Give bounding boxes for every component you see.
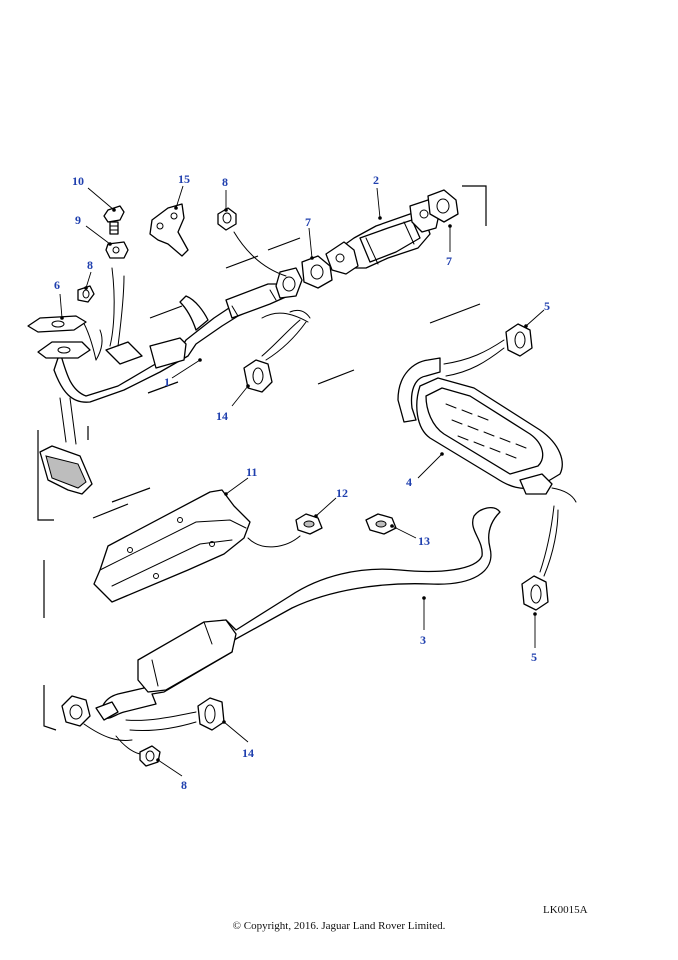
copyright-notice: © Copyright, 2016. Jaguar Land Rover Lim… [232,920,446,932]
mounting-rubber-rear-lower [521,505,559,611]
callout-5-lower: 5 [531,650,537,664]
mounting-rubber-upper [217,207,287,277]
flange-nut [105,241,129,259]
intermediate-pipe [61,506,501,741]
callout-1: 1 [164,375,170,389]
catalytic-converter [325,199,441,275]
bolt [103,205,125,235]
callout-8-upper: 8 [222,175,228,189]
nut-lower [115,735,161,767]
heat-shield [93,489,301,603]
callout-7-right: 7 [446,254,452,268]
callout-9: 9 [75,213,81,227]
callout-5-upper: 5 [544,299,550,313]
callout-12: 12 [336,486,348,500]
callout-11: 11 [246,465,257,479]
gasket-front [301,255,333,289]
callout-7-left: 7 [305,215,311,229]
callout-4: 4 [406,475,412,489]
callout-14-upper: 14 [216,409,228,423]
callout-3: 3 [420,633,426,647]
grommet [365,513,397,535]
callout-14-lower: 14 [242,746,254,760]
callout-labels: 10 9 15 8 8 6 2 7 7 5 1 14 4 11 12 13 3 … [54,172,550,792]
callout-2: 2 [373,173,379,187]
rear-silencer [397,357,577,503]
nut-small [77,285,95,303]
mounting-rubber-rear-upper [443,323,533,377]
mounting-rubber-mid [243,319,307,393]
callout-13: 13 [418,534,430,548]
mounting-bracket [149,203,189,257]
callout-15: 15 [178,172,190,186]
front-pipe [27,267,311,495]
clip-fastener [295,513,323,535]
mounting-rubber-lower [125,697,225,731]
section-dividers [37,185,487,731]
diagram-reference-code: LK0015A [543,904,588,916]
callout-10: 10 [72,174,84,188]
callout-8-lower: 8 [181,778,187,792]
leader-lines [59,185,545,777]
callout-6: 6 [54,278,60,292]
callout-8-left: 8 [87,258,93,272]
gasket-rear [427,189,459,223]
